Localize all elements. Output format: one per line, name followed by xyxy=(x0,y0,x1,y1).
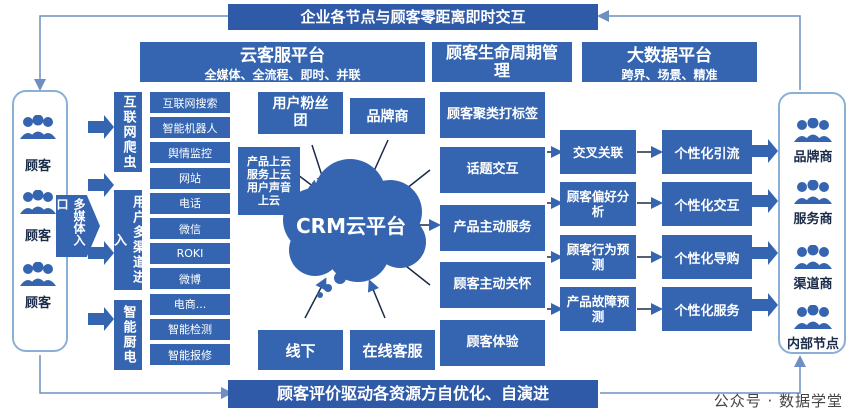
bigdata-header: 大数据平台 跨界、场景、精准 xyxy=(582,42,757,82)
people-icon xyxy=(794,304,832,329)
cloud-service-title: 云客服平台 xyxy=(240,46,325,66)
bigdata-analysis-item: 交叉关联 xyxy=(560,130,636,174)
bigdata-personalization-item: 个性化服务 xyxy=(662,287,752,331)
right-node: 服务商 xyxy=(790,179,836,227)
cloud-service-subtitle: 全媒体、全流程、即时、并联 xyxy=(204,68,361,82)
brand-box: 品牌商 xyxy=(350,98,425,134)
people-icon xyxy=(20,261,56,286)
bottom-loop-right-line xyxy=(600,355,806,394)
bottom-banner: 顾客评价驱动各资源方自优化、自演进 xyxy=(228,380,598,408)
customer-label: 顾客 xyxy=(24,229,51,244)
channel-item: 电话 xyxy=(150,192,230,214)
customer-label: 顾客 xyxy=(24,296,51,311)
lifecycle-item: 顾客聚类打标签 xyxy=(440,92,545,138)
right-node-label: 渠道商 xyxy=(793,277,833,292)
right-node-label: 品牌商 xyxy=(793,150,833,165)
bigdata-analysis-item: 顾客行为预测 xyxy=(560,235,636,279)
offline-box: 线下 xyxy=(258,330,343,370)
online-service-box: 在线客服 xyxy=(350,330,435,370)
people-icon xyxy=(20,114,56,139)
customer-2: 顾客 xyxy=(18,189,58,244)
customer-3: 顾客 xyxy=(18,261,58,311)
top-banner: 企业各节点与顾客零距离即时交互 xyxy=(228,4,598,30)
top-loop-left-line xyxy=(34,15,230,91)
right-node: 渠道商 xyxy=(790,244,836,292)
bigdata-personalization-item: 个性化导购 xyxy=(662,235,752,279)
people-icon xyxy=(20,189,56,214)
lifecycle-item: 顾客体验 xyxy=(440,320,545,366)
bottom-loop-left-line xyxy=(39,355,233,399)
channel-item: 电商... xyxy=(150,293,230,315)
smart-kitchen-category: 智能厨电 xyxy=(114,300,142,370)
customer-label: 顾客 xyxy=(24,159,51,174)
lifecycle-item: 话题交互 xyxy=(440,147,545,193)
people-icon xyxy=(794,244,832,269)
multimedia-entry-label: 多媒体入口 xyxy=(55,198,86,246)
channel-item: 智能报修 xyxy=(150,344,230,365)
watermark-text: 公众号 · 数据学堂 xyxy=(713,392,843,410)
bigdata-subtitle: 跨界、场景、精准 xyxy=(621,68,718,82)
channel-item: 微信 xyxy=(150,218,230,239)
right-node-label: 服务商 xyxy=(793,212,833,227)
customer-1: 顾客 xyxy=(18,114,58,174)
product-voice-box: 产品上云服务上云用户声音上云 xyxy=(238,147,300,215)
right-node: 品牌商 xyxy=(790,117,836,165)
bigdata-personalization-item: 个性化交互 xyxy=(662,182,752,226)
fan-group-box: 用户粉丝团 xyxy=(258,92,343,134)
bigdata-personalization-item: 个性化引流 xyxy=(662,130,752,174)
bigdata-title: 大数据平台 xyxy=(627,46,712,66)
lifecycle-item: 产品主动服务 xyxy=(440,205,545,251)
crm-cloud-icon xyxy=(283,159,426,298)
lifecycle-item: 顾客主动关怀 xyxy=(440,262,545,308)
bigdata-analysis-item: 产品故障预测 xyxy=(560,287,636,331)
people-icon xyxy=(794,179,832,204)
channel-item: 网站 xyxy=(150,167,230,189)
channel-item: 智能机器人 xyxy=(150,117,230,139)
right-node: 内部节点 xyxy=(787,304,839,352)
channel-item: 微博 xyxy=(150,268,230,290)
cloud-service-platform: 云客服平台 全媒体、全流程、即时、并联 xyxy=(140,42,425,82)
crm-cloud-label: CRM云平台 xyxy=(296,214,406,238)
bigdata-analysis-item: 顾客偏好分析 xyxy=(560,182,636,226)
right-node-label: 内部节点 xyxy=(786,337,839,352)
channel-item: ROKI xyxy=(150,243,230,265)
people-icon xyxy=(794,117,832,142)
channel-item: 舆情监控 xyxy=(150,142,230,164)
top-loop-right-line xyxy=(597,10,801,90)
lifecycle-header: 顾客生命周期管理 xyxy=(432,42,572,82)
multichannel-category: 用户多渠道进入 xyxy=(111,190,145,290)
crawler-category: 互联网爬虫 xyxy=(114,92,142,172)
channel-item: 智能检测 xyxy=(150,318,230,340)
category-arrows xyxy=(88,115,114,331)
channel-item: 互联网搜索 xyxy=(150,92,230,113)
node-arrows xyxy=(752,139,778,317)
